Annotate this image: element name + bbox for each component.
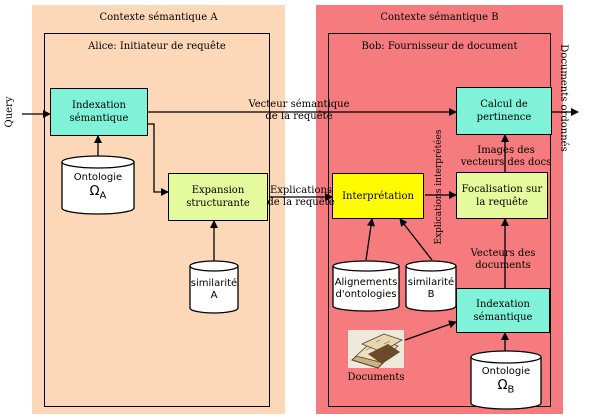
omega-b-symbol: Ω xyxy=(497,378,508,393)
bob-frame xyxy=(328,33,551,407)
ontologie-a-cylinder xyxy=(61,155,135,215)
focalisation-line1: Focalisation sur xyxy=(461,183,543,195)
images-line2: vecteurs des docs xyxy=(460,157,552,168)
expansion-box: Expansion structurante xyxy=(168,173,268,221)
images-line1: Images des xyxy=(477,145,535,156)
expansion-line2: structurante xyxy=(186,198,250,209)
omega-a-symbol: Ω xyxy=(89,184,100,199)
vecteurs-docs-line1: Vecteurs des xyxy=(470,248,536,259)
similarite-b-cylinder xyxy=(405,260,457,312)
vecteurs-docs-label: Vecteurs des documents xyxy=(456,248,550,272)
similarite-b-line2: B xyxy=(427,289,435,300)
arrow-alignements xyxy=(365,218,375,261)
indexation-b-box: Indexation sémantique xyxy=(456,288,550,333)
arrow-similarite-b xyxy=(399,218,433,261)
alignements-label: Alignements d'ontologies xyxy=(331,277,401,301)
vecteur-label: Vecteur sémantique de la requête xyxy=(244,99,354,123)
documents-ordonnes-label: Documents ordonnés xyxy=(558,44,569,152)
indexation-a-line2: sémantique xyxy=(69,113,129,124)
calcul-box: Calcul de pertinence xyxy=(456,87,552,135)
vecteur-line1: Vecteur sémantique xyxy=(248,99,350,110)
bob-title: Bob: Fournisseur de document xyxy=(361,41,518,52)
explications-interpretees-label: Explications interprétées xyxy=(434,129,444,245)
ontologie-b-cylinder xyxy=(470,350,542,410)
similarite-a-line2: A xyxy=(210,290,218,301)
arrow-to-expansion xyxy=(148,123,169,196)
arrow-documents xyxy=(404,320,457,341)
indexation-a-line1: Indexation xyxy=(72,100,126,111)
alignements-line1: Alignements xyxy=(334,277,398,288)
alignements-cylinder xyxy=(332,260,400,312)
context-b-title: Contexte sémantique B xyxy=(380,12,499,23)
omega-b-subscript: B xyxy=(507,384,515,396)
vecteurs-docs-line2: documents xyxy=(475,260,531,271)
query-label: Query xyxy=(4,96,15,128)
focalisation-line2: la requête xyxy=(476,196,528,208)
similarite-a-cylinder xyxy=(189,260,239,314)
ontologie-a-label: Ontologie ΩA xyxy=(62,172,134,205)
similarite-a-line1: similarité xyxy=(190,278,238,289)
interpretation-label: Interprétation xyxy=(342,190,414,202)
expansion-line1: Expansion xyxy=(191,185,245,196)
calcul-line1: Calcul de xyxy=(480,99,528,110)
documents-label: Documents xyxy=(347,372,405,383)
context-a-title: Contexte sémantique A xyxy=(99,12,218,23)
focalisation-box: Focalisation sur la requête xyxy=(456,172,548,219)
alice-frame xyxy=(44,33,270,407)
ontologie-b-text: Ontologie xyxy=(481,366,531,377)
interpretation-box: Interprétation xyxy=(332,173,424,219)
indexation-b-line2: sémantique xyxy=(473,311,533,323)
similarite-b-line1: similarité xyxy=(407,277,455,288)
images-label: Images des vecteurs des docs xyxy=(454,145,558,169)
ontologie-b-label: Ontologie ΩB xyxy=(471,366,541,399)
explications-label: Explications de la requête xyxy=(256,185,346,209)
explications-line2: de la requête xyxy=(267,197,335,208)
calcul-line2: pertinence xyxy=(476,112,532,123)
alice-title: Alice: Initiateur de requête xyxy=(88,41,226,52)
books-picture xyxy=(348,330,404,369)
similarite-b-label: similarité B xyxy=(404,277,458,301)
indexation-b-line1: Indexation xyxy=(476,298,530,310)
vecteur-line2: de la requête xyxy=(265,111,333,122)
omega-a-subscript: A xyxy=(99,190,107,202)
similarite-a-label: similarité A xyxy=(188,278,240,302)
alignements-line2: d'ontologies xyxy=(335,289,397,300)
explications-line1: Explications xyxy=(269,185,333,196)
indexation-a-box: Indexation sémantique xyxy=(50,88,148,136)
ontologie-a-text: Ontologie xyxy=(73,172,123,183)
